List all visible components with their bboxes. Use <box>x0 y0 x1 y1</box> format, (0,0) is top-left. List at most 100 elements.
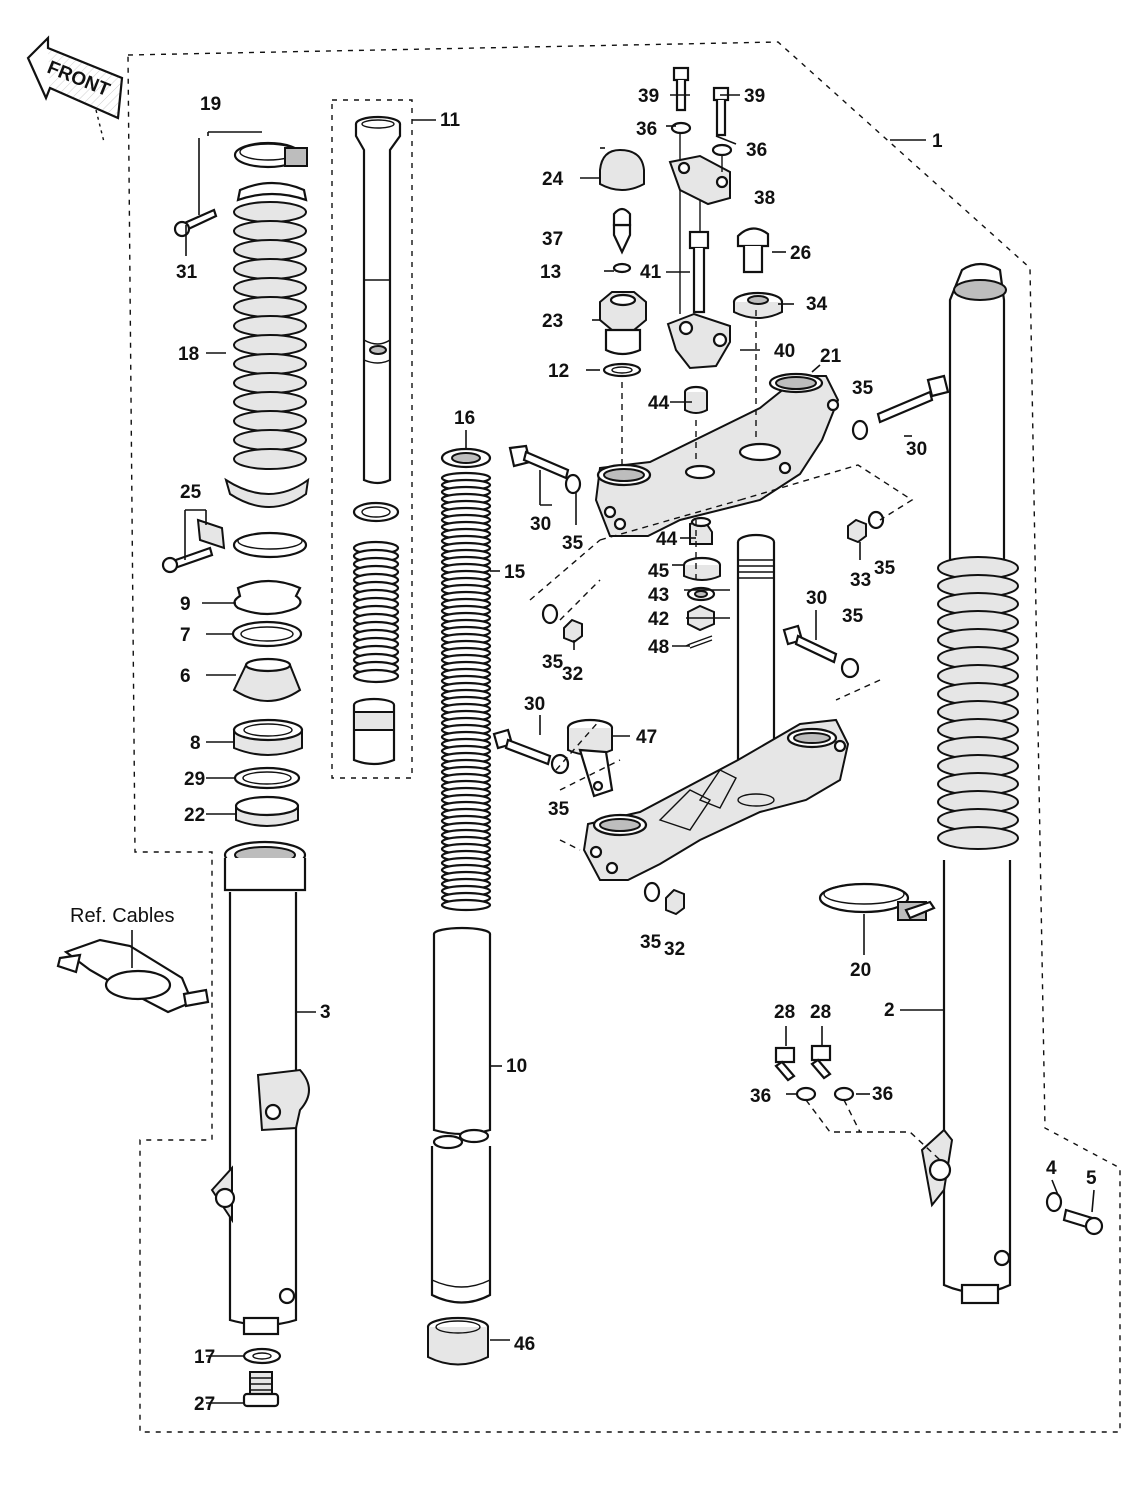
callout-32b: 32 <box>664 939 685 960</box>
o-ring-12 <box>602 362 642 378</box>
nut-33 <box>847 518 867 544</box>
washer-4 <box>1045 1191 1063 1213</box>
bolt-28-left <box>774 1046 796 1082</box>
callout-11: 11 <box>440 110 461 131</box>
callout-46: 46 <box>514 1334 535 1355</box>
handlebar-holder-38 <box>668 154 731 206</box>
steering-stem-lower-bracket <box>582 533 850 881</box>
callout-13: 13 <box>540 262 561 283</box>
washer-35-lower-left <box>550 753 570 775</box>
washer-35-bottom <box>643 881 661 903</box>
callout-27: 27 <box>194 1394 215 1415</box>
washer-36-lower-right <box>833 1086 855 1102</box>
bolt-30-upper-left <box>508 444 570 480</box>
callout-22: 22 <box>184 805 205 826</box>
bushing-22 <box>234 795 300 827</box>
callout-20: 20 <box>850 960 871 981</box>
callout-21: 21 <box>820 346 842 367</box>
outer-tube-3 <box>210 840 310 1336</box>
assembly-boundary <box>127 41 1121 1433</box>
callout-25: 25 <box>180 482 202 503</box>
assembly-guide-lines <box>529 132 941 1161</box>
callout-44a: 44 <box>648 393 670 414</box>
washer-35-upper-right <box>851 419 869 441</box>
callout-30d: 30 <box>524 694 545 715</box>
callout-30b: 30 <box>906 439 927 460</box>
callout-37: 37 <box>542 229 563 250</box>
callout-45: 45 <box>648 561 670 582</box>
callout-43: 43 <box>648 585 669 606</box>
handlebar-holder-40 <box>666 312 731 370</box>
callout-35d: 35 <box>842 606 864 627</box>
bolt-30-upper-right <box>876 374 950 424</box>
callout-2: 2 <box>884 1000 895 1021</box>
cap-24 <box>599 148 645 191</box>
washer-35-mid-left <box>541 603 559 625</box>
fork-tube-11 <box>354 115 402 485</box>
callout-7: 7 <box>180 625 191 646</box>
callout-12: 12 <box>548 361 569 382</box>
piston-ring <box>352 501 400 523</box>
callout-30a: 30 <box>530 514 551 535</box>
callout-24: 24 <box>542 169 564 190</box>
callout-39a: 39 <box>638 86 659 107</box>
callout-17: 17 <box>194 1347 215 1368</box>
collar-46 <box>426 1316 490 1366</box>
callout-42: 42 <box>648 609 669 630</box>
bolt-39-right <box>712 86 730 137</box>
callout-29: 29 <box>184 769 205 790</box>
bolt-26 <box>736 227 770 274</box>
nut-32-mid <box>563 618 583 644</box>
spring-seat-16 <box>440 447 492 469</box>
callout-41: 41 <box>640 262 662 283</box>
callout-34: 34 <box>806 294 828 315</box>
fork-spring-15 <box>440 471 492 912</box>
callout-5: 5 <box>1086 1168 1097 1189</box>
callout-35c: 35 <box>874 558 896 579</box>
callout-47: 47 <box>636 727 657 748</box>
cable-guide-bracket <box>56 938 210 1014</box>
callout-32a: 32 <box>562 664 583 685</box>
callout-40: 40 <box>774 341 795 362</box>
dust-seal-6 <box>232 657 302 702</box>
callout-30c: 30 <box>806 588 827 609</box>
washer-36-lower-left <box>795 1086 817 1102</box>
callout-44b: 44 <box>656 529 678 550</box>
callout-33: 33 <box>850 570 871 591</box>
callout-3: 3 <box>320 1002 331 1023</box>
washer-36-right <box>711 143 733 157</box>
callout-36a: 36 <box>636 119 657 140</box>
bolt-28-right <box>810 1044 832 1080</box>
fork-boot-18 <box>224 181 310 508</box>
bracket-47 <box>566 718 614 798</box>
callout-38: 38 <box>754 188 775 209</box>
ring-29 <box>233 766 301 790</box>
bolt-30-lower-left <box>492 728 552 766</box>
washer-35-33 <box>867 510 885 530</box>
boot-clamp-20 <box>818 882 936 921</box>
bolt-5 <box>1062 1208 1104 1236</box>
washer-7 <box>231 620 303 648</box>
callout-8: 8 <box>190 733 201 754</box>
fork-cap-bolt-23 <box>599 291 647 356</box>
callout-1: 1 <box>932 131 943 152</box>
callout-28b: 28 <box>810 1002 831 1023</box>
washer-35-upper-left <box>564 473 582 495</box>
callout-6: 6 <box>180 666 191 687</box>
callout-36c: 36 <box>750 1086 771 1107</box>
callout-48: 48 <box>648 637 669 658</box>
callout-16: 16 <box>454 408 475 429</box>
callout-4: 4 <box>1046 1158 1057 1179</box>
callout-28a: 28 <box>774 1002 795 1023</box>
callout-35b: 35 <box>562 533 584 554</box>
callout-26: 26 <box>790 243 811 264</box>
nut-32-bottom <box>665 888 685 916</box>
bolt-39-left <box>672 66 690 112</box>
oil-seal-8 <box>232 718 304 756</box>
callout-18: 18 <box>178 344 199 365</box>
circlip-9 <box>233 579 302 616</box>
damper-44-lower <box>689 516 713 545</box>
callout-23: 23 <box>542 311 563 332</box>
collar-34 <box>732 291 784 319</box>
